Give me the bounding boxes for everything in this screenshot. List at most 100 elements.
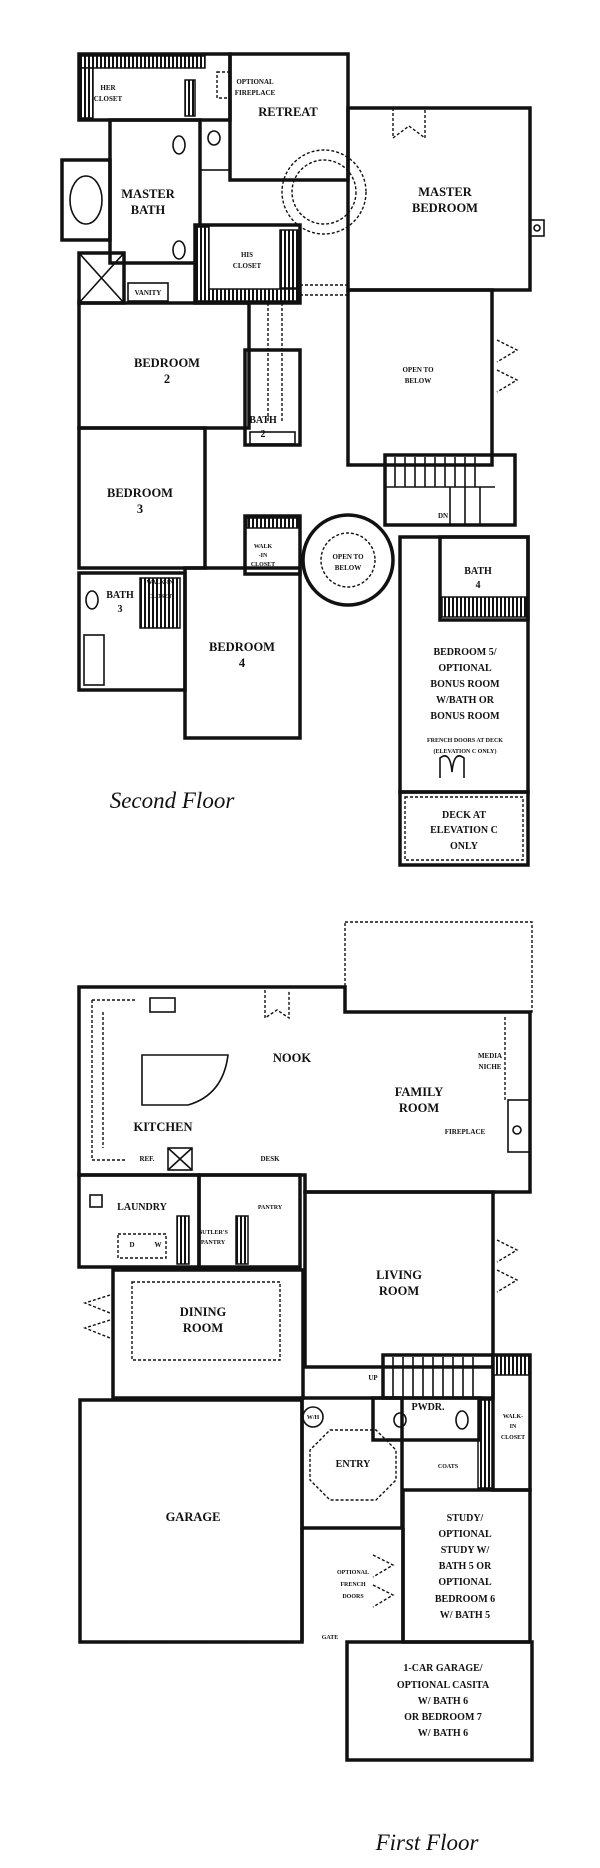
- kitchen-island: [141, 1054, 229, 1106]
- open-to-below-round: [301, 513, 395, 607]
- label-bedroom4: 4: [239, 656, 246, 670]
- label-optional-fireplace: OPTIONAL: [236, 78, 274, 86]
- toilet: [393, 1412, 407, 1428]
- french-doors: [82, 1294, 111, 1339]
- butlers-pantry-shelf: [235, 1215, 249, 1265]
- label-study: STUDY W/: [441, 1545, 490, 1556]
- label-pantry: PANTRY: [258, 1205, 283, 1211]
- first-floor-plan: [77, 921, 534, 1762]
- label-open-to-below-round: OPEN TO: [332, 553, 364, 561]
- hall-dashed: [267, 284, 348, 423]
- bath2-room: [243, 348, 302, 447]
- label-walk-in-closet: -IN: [259, 553, 268, 559]
- master-bedroom-room: [346, 106, 532, 292]
- label-dining-room: ROOM: [183, 1321, 223, 1335]
- french-doors: [392, 108, 426, 140]
- closet-hatch: [492, 1354, 531, 1376]
- label-media-niche: NICHE: [479, 1063, 502, 1071]
- label-washer: W: [155, 1241, 162, 1249]
- label-bedroom5: BONUS ROOM: [430, 711, 500, 722]
- label-bedroom2: 2: [164, 372, 170, 386]
- label-bath4: BATH: [464, 566, 492, 577]
- label-dryer: D: [129, 1241, 134, 1249]
- bathtub: [83, 634, 105, 686]
- label-optional-french-doors: FRENCH: [340, 1582, 366, 1588]
- label-bedroom3: BEDROOM: [107, 486, 173, 500]
- label-study: BATH 5 OR: [439, 1561, 492, 1572]
- label-bedroom4: BEDROOM: [209, 640, 275, 654]
- label-laundry: LAUNDRY: [117, 1202, 167, 1213]
- french-doors: [264, 990, 290, 1020]
- second-floor-plan: [60, 52, 545, 867]
- label-bath4: 4: [476, 580, 481, 591]
- label-up: UP: [368, 1374, 378, 1382]
- label-bedroom2: BEDROOM: [134, 356, 200, 370]
- label-study: W/ BATH 5: [440, 1610, 490, 1621]
- label-deck: ELEVATION C: [430, 825, 498, 836]
- counter-dashed: [91, 999, 135, 1161]
- label-walk-in-closet: CLOSET: [501, 1435, 525, 1441]
- sink: [455, 1410, 469, 1430]
- kitchen-sink: [149, 997, 176, 1013]
- stair-treads: [385, 457, 495, 525]
- exterior-fixture-light: [533, 224, 541, 232]
- label-entry: ENTRY: [336, 1459, 371, 1470]
- label-fireplace: FIREPLACE: [445, 1128, 486, 1136]
- first-floor-labels: NOOK MEDIA NICHE FAMILY ROOM KITCHEN FIR…: [117, 1051, 525, 1855]
- label-optional-fireplace: FIREPLACE: [235, 89, 276, 97]
- label-master-bath: MASTER: [121, 187, 175, 201]
- label-bath3: BATH: [106, 590, 134, 601]
- deck-dashed: [404, 796, 524, 861]
- optional-french-doors: [372, 1554, 395, 1608]
- label-bedroom5: W/BATH OR: [436, 695, 495, 706]
- entry-octagon: [309, 1429, 397, 1501]
- label-french-doors: (ELEVATION C ONLY): [434, 748, 497, 755]
- sink: [172, 240, 186, 260]
- rotunda-inner-dashed: [291, 159, 357, 225]
- label-bath2: 2: [261, 429, 266, 440]
- label-walk-in-closet: WALK-IN: [146, 580, 174, 586]
- label-open-to-below: BELOW: [405, 377, 431, 385]
- label-vanity: VANITY: [135, 289, 162, 297]
- master-bath-room: [108, 118, 202, 265]
- dining-dashed: [131, 1281, 281, 1361]
- label-ref: REF.: [139, 1155, 154, 1163]
- label-study: STUDY/: [447, 1513, 484, 1524]
- label-butlers-pantry: PANTRY: [201, 1240, 226, 1246]
- label-study: BEDROOM 6: [435, 1594, 495, 1605]
- dining-room: [111, 1268, 305, 1400]
- closet-hatch: [80, 55, 206, 69]
- label-deck: DECK AT: [442, 810, 486, 821]
- label-deck: ONLY: [450, 841, 479, 852]
- closet-hatch: [441, 596, 527, 618]
- label-casita: OPTIONAL CASITA: [397, 1680, 490, 1691]
- fireplace-grate: [512, 1125, 522, 1135]
- closet-hatch: [208, 288, 299, 302]
- label-bath3: 3: [118, 604, 123, 615]
- open-to-below-upper: [346, 288, 494, 467]
- label-his-closet: HIS: [241, 251, 253, 259]
- bedroom4-room: [183, 566, 302, 740]
- label-her-closet: HER: [100, 84, 116, 92]
- label-walk-in-closet: CLOSET: [148, 594, 172, 600]
- label-walk-in-closet: WALK-: [503, 1414, 523, 1420]
- closet-hatch: [139, 577, 181, 629]
- living-room: [303, 1190, 495, 1369]
- bedroom3-room: [77, 426, 207, 570]
- label-master-bedroom: MASTER: [418, 185, 472, 199]
- label-walk-in-closet: WALK: [254, 544, 273, 550]
- label-kitchen: KITCHEN: [133, 1120, 192, 1134]
- label-master-bath: BATH: [131, 203, 166, 217]
- label-dining-room: DINING: [180, 1305, 227, 1319]
- powder-room: [371, 1396, 482, 1442]
- optional-fireplace-outline: [216, 71, 230, 99]
- sink: [172, 135, 186, 155]
- bathtub: [249, 431, 296, 445]
- label-family-room: ROOM: [399, 1101, 439, 1115]
- label-garage: GARAGE: [166, 1510, 221, 1524]
- label-her-closet: CLOSET: [94, 95, 123, 103]
- label-desk: DESK: [260, 1155, 280, 1163]
- label-living-room: ROOM: [379, 1284, 419, 1298]
- toilet-room: [199, 119, 231, 171]
